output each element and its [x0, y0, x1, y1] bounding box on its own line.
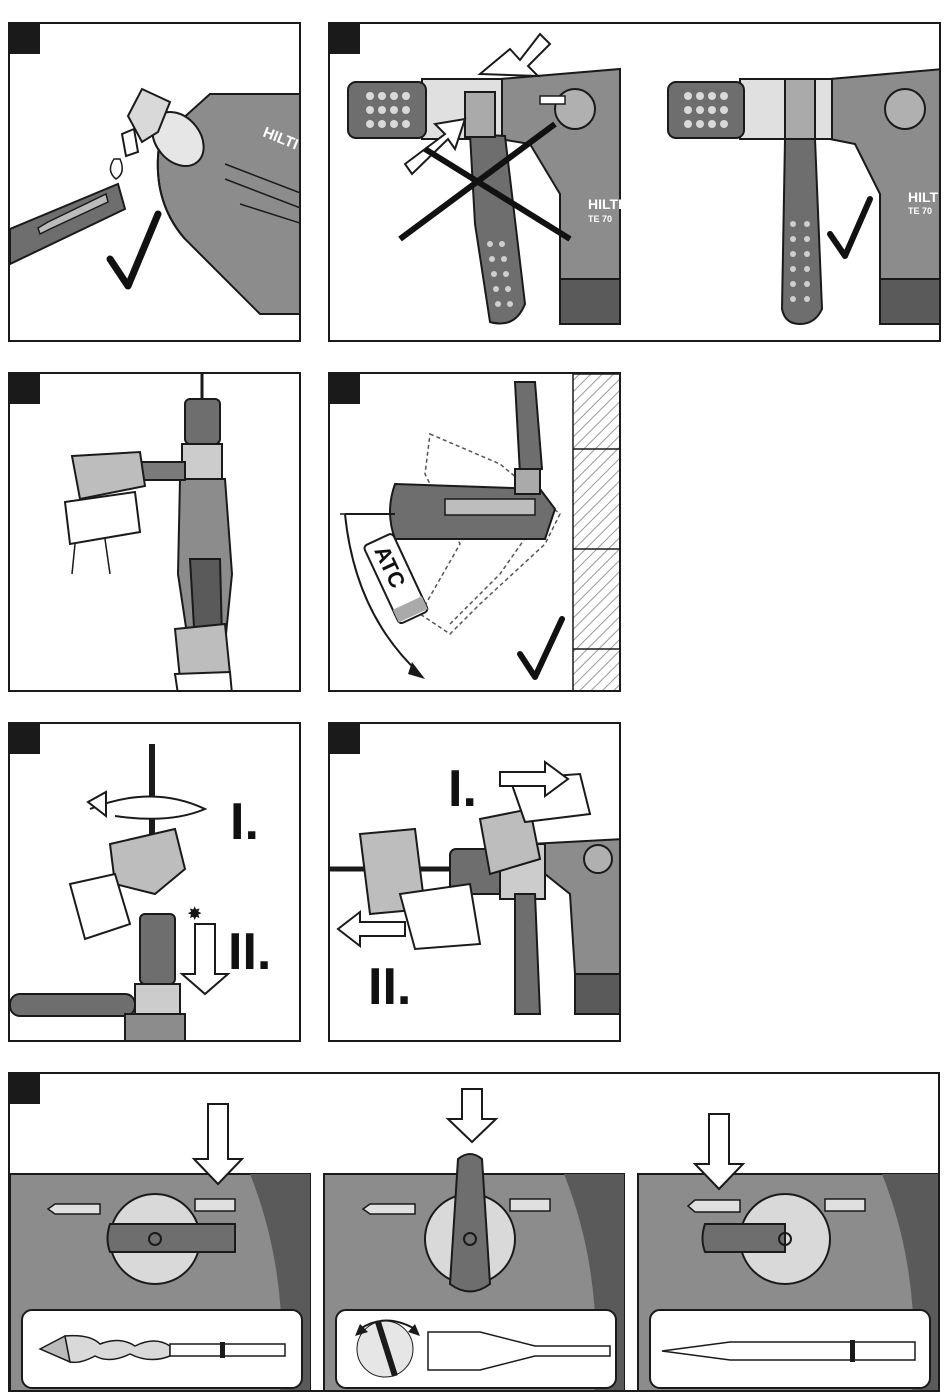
check-mark-icon — [830, 199, 870, 256]
logo-text: HILTI — [908, 189, 941, 205]
drill-correct-handle: HILTI TE 70 — [668, 69, 941, 324]
step-1-label: I. — [448, 760, 477, 818]
illustration-insert-bit: ✸ I. II. — [10, 724, 301, 1042]
click-icon: ✸ — [187, 906, 202, 923]
illustration-side-handle: HILTI TE 70 HILTI TE 70 — [330, 24, 941, 342]
panel-lubricate-bit: HILTI — [8, 22, 301, 342]
drill-wrong-handle: HILTI TE 70 — [348, 34, 622, 324]
logo-text: HILTI — [588, 196, 622, 212]
model-text: TE 70 — [908, 206, 932, 216]
grease-tube: HILTI — [110, 89, 301, 314]
mode-chiseling — [638, 1114, 940, 1392]
illustration-atc: ATC — [330, 374, 621, 692]
model-text: TE 70 — [588, 214, 612, 224]
panel-hold-drill — [8, 372, 301, 692]
illustration-hold-drill — [10, 374, 301, 692]
panel-remove-bit: I. II. — [328, 722, 621, 1042]
panel-atc: ATC — [328, 372, 621, 692]
illustration-remove-bit: I. II. — [330, 724, 621, 1042]
panel-insert-bit: ✸ I. II. — [8, 722, 301, 1042]
panel-side-handle: HILTI TE 70 HILTI TE 70 — [328, 22, 941, 342]
panel-function-selector — [8, 1072, 940, 1392]
mode-hammer-drilling — [10, 1104, 310, 1392]
illustration-function-selector — [10, 1074, 940, 1392]
step-1-label: I. — [230, 793, 259, 851]
mode-rotation-stop — [324, 1089, 624, 1392]
check-mark-icon — [520, 619, 562, 677]
step-2-label: II. — [368, 958, 411, 1016]
check-mark-icon — [110, 214, 158, 286]
bit-shank — [10, 184, 125, 264]
illustration-lubricate: HILTI — [10, 24, 301, 342]
step-2-label: II. — [228, 923, 271, 981]
